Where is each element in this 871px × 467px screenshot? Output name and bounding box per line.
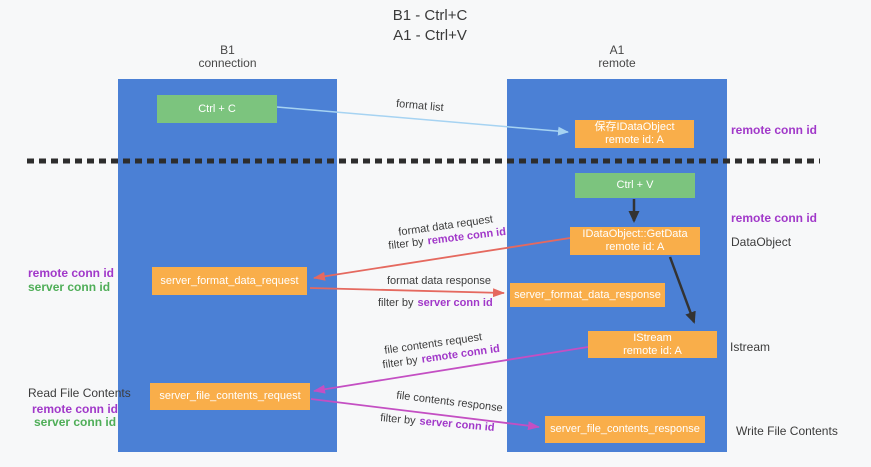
lifeline-b1-role: connection — [198, 56, 257, 70]
ctrl-c-label: Ctrl + C — [198, 102, 236, 115]
istream-box: IStream remote id: A — [588, 331, 717, 358]
format-list-arrow-label: format list — [395, 97, 445, 115]
format-data-response-arrow-label: format data response — [387, 275, 491, 287]
server-format-data-response-box: server_format_data_response — [510, 283, 665, 307]
save-idataobject-line1: 保存IDataObject — [594, 121, 675, 133]
getdata-line1: IDataObject::GetData — [582, 228, 688, 240]
istream-side-label: Istream — [730, 340, 771, 354]
title-line-b1: B1 - Ctrl+C — [392, 7, 468, 24]
getdata-line2: remote id: A — [605, 241, 665, 253]
save-idataobject-box: 保存IDataObject remote id: A — [575, 120, 694, 148]
istream-line1: IStream — [633, 331, 672, 344]
server-file-contents-response-label: server_file_contents_response — [550, 423, 700, 435]
server-file-contents-request-box: server_file_contents_request — [150, 383, 310, 410]
server-conn-id-text: server conn id — [417, 297, 493, 309]
ctrl-c-box: Ctrl + C — [157, 95, 277, 123]
remote-conn-id-label-mid: remote conn id — [731, 211, 818, 225]
ctrl-v-label: Ctrl + V — [616, 179, 654, 191]
server-conn-id-label-left: server conn id — [28, 280, 111, 294]
server-format-data-response-label: server_format_data_response — [514, 288, 661, 301]
title-line-a1: A1 - Ctrl+V — [393, 27, 467, 44]
write-file-contents-label: Write File Contents — [736, 424, 838, 438]
lifeline-b1-name: B1 — [220, 43, 235, 57]
read-file-contents-label: Read File Contents — [28, 386, 131, 400]
idataobject-getdata-box: IDataObject::GetData remote id: A — [570, 227, 700, 255]
diagram-title: B1 - Ctrl+C A1 - Ctrl+V — [330, 6, 530, 46]
filter-by-text: filter by — [378, 297, 414, 309]
lifeline-a1-name: A1 — [609, 43, 625, 57]
filter-by-text: filter by — [379, 412, 417, 428]
filter-by-text: filter by — [381, 354, 419, 372]
server-format-data-request-label: server_format_data_request — [160, 274, 299, 287]
lifeline-a1-role: remote — [598, 56, 636, 70]
file-contents-response-arrow-label: file contents response — [395, 389, 504, 415]
dataobject-label: DataObject — [731, 235, 792, 249]
server-file-contents-request-label: server_file_contents_request — [159, 390, 301, 402]
lifeline-header-a1: A1 remote — [507, 44, 727, 70]
remote-conn-id-label-bottom: remote conn id — [32, 402, 119, 416]
server-format-data-request-box: server_format_data_request — [152, 267, 307, 295]
server-conn-id-text: server conn id — [419, 415, 495, 434]
remote-conn-id-label-left: remote conn id — [28, 266, 115, 280]
ctrl-v-box: Ctrl + V — [575, 173, 695, 198]
remote-conn-id-label-top: remote conn id — [731, 123, 818, 137]
format-data-response-arrow — [309, 287, 505, 298]
save-idataobject-line2: remote id: A — [605, 134, 664, 146]
lifeline-header-b1: B1 connection — [118, 44, 337, 70]
server-file-contents-response-box: server_file_contents_response — [545, 416, 705, 443]
server-conn-id-label-bottom: server conn id — [34, 415, 117, 429]
filter-by-text: filter by — [387, 235, 425, 253]
istream-line2: remote id: A — [623, 344, 682, 357]
